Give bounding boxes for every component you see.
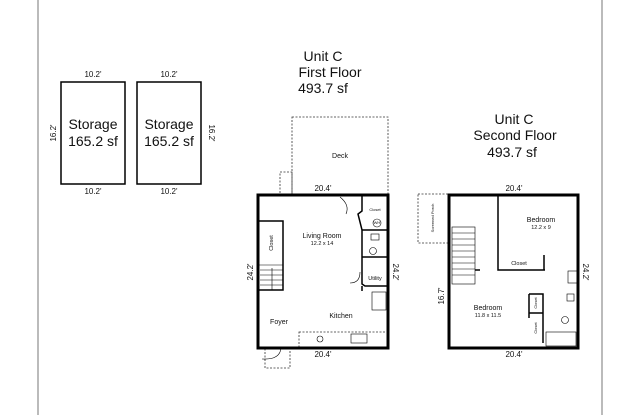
toilet-icon-2 [561, 316, 569, 324]
first-floor-area: 493.7 sf [298, 80, 348, 96]
first-floor-title: First Floor [299, 64, 362, 80]
stove-icon [316, 335, 324, 343]
first-floor: Unit C First Floor 493.7 sf Deck WH 20.4… [246, 48, 400, 369]
second-floor-width-bottom: 20.4' [505, 350, 523, 359]
front-step [264, 347, 291, 369]
second-floor-depth-left: 16.7' [437, 287, 446, 305]
sink-icon-2 [566, 293, 575, 302]
storage-unit-2: 10.2' 10.2' 16.2' Storage 165.2 sf [136, 70, 216, 196]
closet-stair-wall [258, 220, 284, 291]
storage-2-width-bottom: 10.2' [160, 187, 178, 196]
stairs-icon [260, 268, 283, 290]
deck-steps [279, 171, 293, 196]
bedroom-1-label: Bedroom [527, 217, 556, 224]
closet-top-label: Closet [369, 207, 381, 212]
second-floor-unit: Unit C [495, 111, 534, 127]
second-floor-title: Second Floor [473, 127, 557, 143]
toilet-icon [369, 247, 377, 255]
first-floor-walls [256, 193, 390, 350]
storage-1-depth: 16.2' [49, 124, 58, 142]
deck-label: Deck [332, 153, 348, 160]
second-floor-area: 493.7 sf [487, 144, 537, 160]
utility-label: Utility [368, 276, 382, 282]
first-floor-depth-left: 24.2' [246, 263, 255, 281]
living-room-size: 12.2 x 14 [311, 241, 334, 247]
closet-2-label: Closet [533, 296, 538, 308]
second-floor: Unit C Second Floor 493.7 sf Screened Po… [417, 111, 590, 359]
storage-2-depth: 16.2' [207, 124, 216, 142]
storage-2-area: 165.2 sf [144, 133, 194, 149]
first-floor-width-top: 20.4' [314, 184, 332, 193]
door-swing [339, 196, 348, 215]
storage-1-label: Storage [68, 116, 117, 132]
second-floor-walls [447, 193, 580, 350]
stairs-icon-2 [451, 226, 476, 285]
storage-1-width-bottom: 10.2' [84, 187, 102, 196]
kitchen-counter [298, 331, 388, 349]
second-floor-depth-right: 24.2' [581, 263, 590, 281]
wh-label: WH [374, 220, 381, 225]
storage-1-area: 165.2 sf [68, 133, 118, 149]
bedroom-2-label: Bedroom [474, 305, 503, 312]
sink-icon [370, 233, 380, 241]
closet-left-label: Closet [269, 235, 275, 251]
first-floor-depth-right: 24.2' [391, 263, 400, 281]
front-door-swing [261, 347, 282, 360]
closet-3-label: Closet [533, 321, 538, 333]
foyer-label: Foyer [270, 319, 289, 326]
kitchen-label: Kitchen [329, 313, 352, 320]
washer-dryer-icon [371, 291, 387, 311]
screened-porch-label: Screened Porch [430, 204, 435, 233]
second-floor-width-top: 20.4' [505, 184, 523, 193]
storage-unit-1: 10.2' 10.2' 16.2' Storage 165.2 sf [49, 70, 126, 196]
storage-1-width-top: 10.2' [84, 70, 102, 79]
storage-2-label: Storage [144, 116, 193, 132]
storage-2-width-top: 10.2' [160, 70, 178, 79]
water-heater-icon [372, 218, 382, 228]
bathtub-icon [545, 331, 577, 347]
bedroom-2-size: 11.8 x 11.5 [475, 313, 501, 319]
closet-1-label: Closet [511, 261, 527, 267]
bedroom-1-size: 12.2 x 9 [531, 225, 551, 231]
first-floor-width-bottom: 20.4' [314, 350, 332, 359]
utility-door-swing [349, 271, 361, 284]
kitchen-sink-icon [350, 333, 368, 344]
screened-porch-outline [417, 193, 450, 244]
first-floor-unit: Unit C [304, 48, 343, 64]
living-room-label: Living Room [303, 233, 342, 240]
